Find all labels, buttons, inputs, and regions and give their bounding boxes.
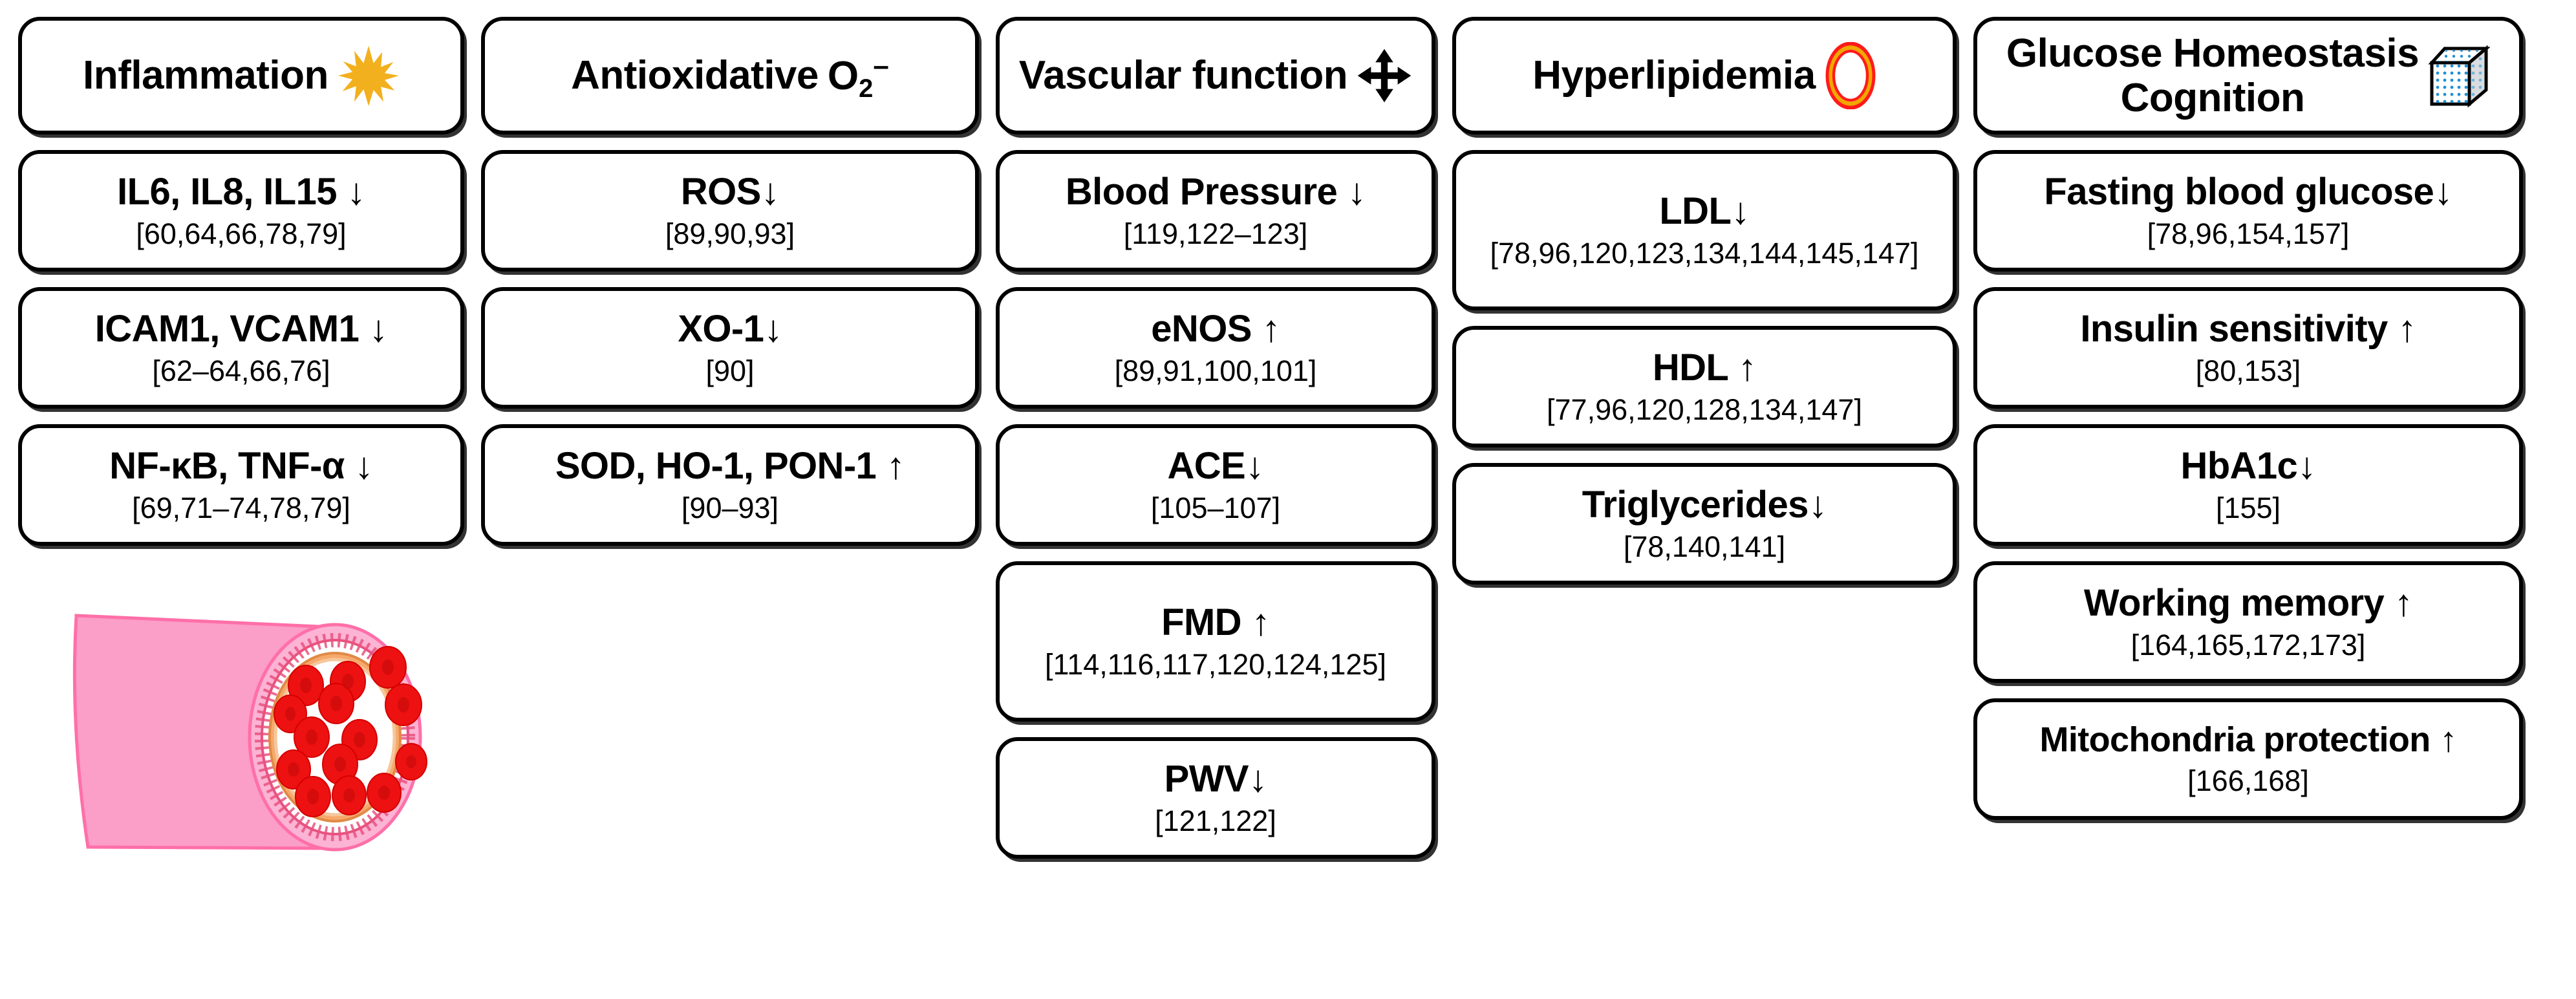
entry-triglycerides: Triglycerides↓ [78,140,141] [1452,463,1957,585]
entry-title: HDL ↑ [1652,346,1757,389]
entry-title: Mitochondria protection ↑ [2039,720,2458,760]
header-hyperlipidemia-label: Hyperlipidemia [1532,53,1816,98]
entry-references: [78,96,120,123,134,144,145,147] [1490,236,1919,270]
entry-references: [90] [705,354,755,387]
header-glucose-homeostasis: Glucose Homeostasis Cognition [1973,17,2523,134]
starburst-icon [338,45,400,107]
entry-ros: ROS↓ [89,90,93] [481,150,979,272]
entry-references: [77,96,120,128,134,147] [1547,392,1862,426]
lipid-ring-icon [1825,42,1876,109]
entry-references: [62–64,66,76] [152,354,330,387]
entry-hba1c: HbA1c↓ [155] [1973,424,2523,546]
four-way-arrow-icon [1357,48,1412,103]
entry-title: ROS↓ [680,170,780,213]
entry-references: [80,153] [2195,354,2301,387]
entry-references: [114,116,117,120,124,125] [1045,647,1386,681]
header-antioxidative-label: Antioxidative [571,53,819,98]
entry-ldl: LDL↓ [78,96,120,123,134,144,145,147] [1452,150,1957,310]
entry-title: ACE↓ [1167,444,1264,487]
superoxide-subscript: 2 [859,74,874,103]
entry-title: LDL↓ [1659,189,1750,232]
entry-references: [90–93] [681,491,779,524]
entry-references: [89,91,100,101] [1114,354,1317,387]
category-grid: Inflammation IL6, IL8, IL15 ↓ [60,64,66,… [18,17,2563,874]
entry-blood-pressure: Blood Pressure ↓ [119,122–123] [996,150,1435,272]
column-glucose-homeostasis: Glucose Homeostasis Cognition [1973,17,2523,820]
superoxide-superscript: – [873,49,889,81]
entry-enos: eNOS ↑ [89,91,100,101] [996,287,1435,409]
entry-references: [121,122] [1155,804,1276,837]
entry-working-memory: Working memory ↑ [164,165,172,173] [1973,561,2523,683]
entry-references: [166,168] [2187,764,2309,797]
entry-references: [105–107] [1150,491,1281,524]
entry-title: Blood Pressure ↓ [1065,170,1366,213]
header-vascular-function-label: Vascular function [1018,53,1348,98]
entry-xo1: XO-1↓ [90] [481,287,979,409]
entry-references: [164,165,172,173] [2131,628,2366,661]
superoxide-base: O [827,53,859,98]
entry-references: [78,96,154,157] [2147,217,2350,250]
entry-title: eNOS ↑ [1151,307,1280,350]
header-inflammation-label: Inflammation [83,53,328,98]
entry-title: NF-κB, TNF-α ↓ [109,444,373,487]
column-inflammation: Inflammation IL6, IL8, IL15 ↓ [60,64,66,… [18,17,464,874]
entry-fmd: FMD ↑ [114,116,117,120,124,125] [996,561,1435,722]
entry-title: FMD ↑ [1161,601,1270,643]
entry-sod-ho1-pon1: SOD, HO-1, PON-1 ↑ [90–93] [481,424,979,546]
entry-title: HbA1c↓ [2180,444,2316,487]
header-glucose-homeostasis-label-line1: Glucose Homeostasis [2006,30,2420,76]
header-glucose-homeostasis-label-line2: Cognition [2120,76,2305,120]
entry-title: Fasting blood glucose↓ [2044,170,2453,213]
entry-il6-il8-il15: IL6, IL8, IL15 ↓ [60,64,66,78,79] [18,150,464,272]
entry-title: Working memory ↑ [2083,581,2413,624]
header-hyperlipidemia: Hyperlipidemia [1452,17,1957,134]
entry-title: IL6, IL8, IL15 ↓ [117,170,365,213]
entry-references: [60,64,66,78,79] [136,217,347,250]
header-inflammation: Inflammation [18,17,464,134]
blood-vessel-illustration [57,570,458,874]
entry-references: [69,71–74,78,79] [132,491,350,524]
sugar-cube-icon [2428,42,2491,109]
entry-references: [89,90,93] [665,217,795,250]
entry-fasting-blood-glucose: Fasting blood glucose↓ [78,96,154,157] [1973,150,2523,272]
entry-references: [78,140,141] [1623,530,1786,563]
entry-references: [155] [2215,491,2281,524]
entry-title: Triglycerides↓ [1582,483,1827,526]
entry-mitochondria-protection: Mitochondria protection ↑ [166,168] [1973,698,2523,820]
entry-title: PWV↓ [1164,757,1267,800]
entry-hdl: HDL ↑ [77,96,120,128,134,147] [1452,326,1957,447]
entry-nfkb-tnfa: NF-κB, TNF-α ↓ [69,71–74,78,79] [18,424,464,546]
entry-title: SOD, HO-1, PON-1 ↑ [555,444,905,487]
entry-ace: ACE↓ [105–107] [996,424,1435,546]
entry-icam1-vcam1: ICAM1, VCAM1 ↓ [62–64,66,76] [18,287,464,409]
column-hyperlipidemia: Hyperlipidemia LDL↓ [78,96,120,123,134,1… [1452,17,1957,585]
entry-pwv: PWV↓ [121,122] [996,737,1435,859]
entry-title: Insulin sensitivity ↑ [2080,307,2416,350]
column-vascular-function: Vascular function Blood Pressure ↓ [119,… [996,17,1435,859]
header-vascular-function: Vascular function [996,17,1435,134]
entry-title: ICAM1, VCAM1 ↓ [94,307,388,350]
entry-title: XO-1↓ [678,307,782,350]
entry-insulin-sensitivity: Insulin sensitivity ↑ [80,153] [1973,287,2523,409]
entry-references: [119,122–123] [1123,217,1308,250]
